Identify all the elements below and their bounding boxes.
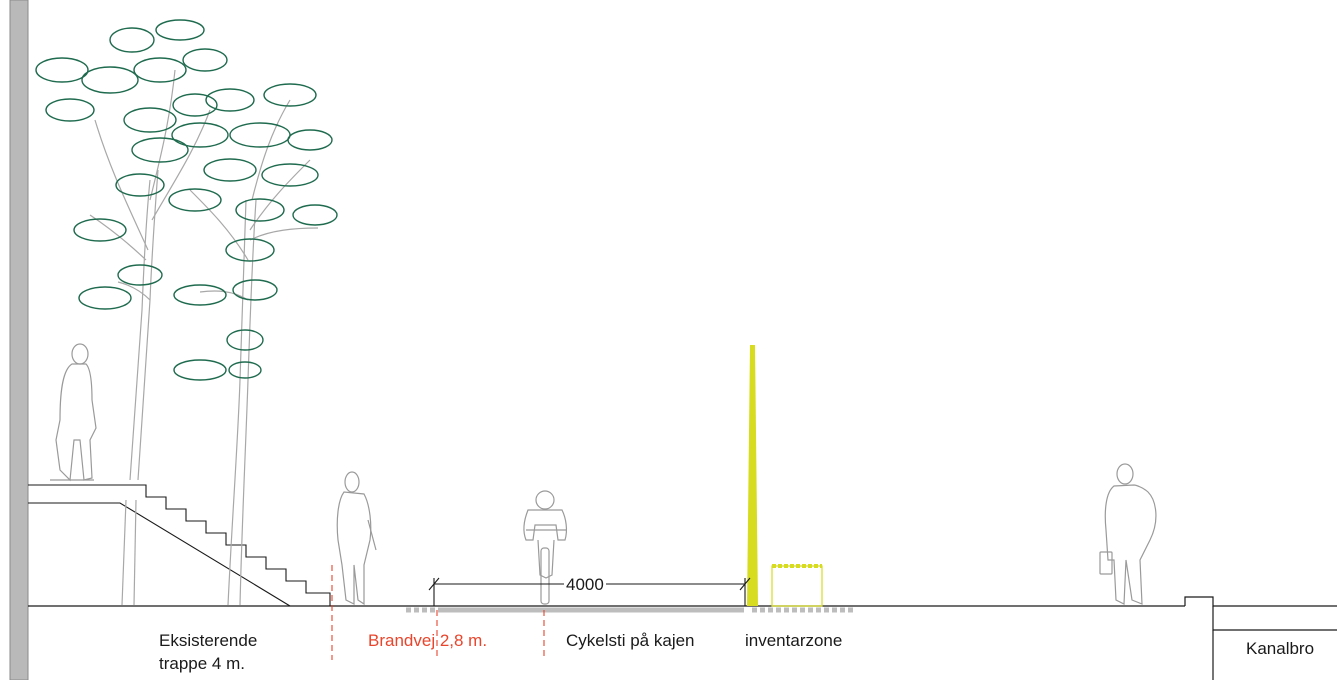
tree-left bbox=[35, 19, 228, 606]
label-existing-stair-line2: trappe 4 m. bbox=[159, 654, 245, 673]
tree-right bbox=[168, 83, 338, 606]
person-walking-woman bbox=[336, 471, 377, 606]
fire-lane-markers bbox=[331, 565, 545, 660]
label-fire-lane: Brandvej 2,8 m. bbox=[368, 631, 488, 650]
person-man-briefcase bbox=[1099, 463, 1157, 605]
left-wall bbox=[9, 0, 29, 680]
label-canal-bridge: Kanalbro bbox=[1246, 639, 1315, 658]
person-on-stairs bbox=[50, 343, 97, 482]
furniture-bench bbox=[771, 564, 823, 607]
dimension-label: 4000 bbox=[564, 575, 606, 595]
lamp-pole bbox=[747, 345, 758, 606]
label-furniture-zone: inventarzone bbox=[745, 631, 843, 650]
label-bike-path: Cykelsti på kajen bbox=[566, 631, 695, 650]
ground-line bbox=[28, 596, 1337, 680]
cyclist bbox=[523, 490, 568, 605]
existing-staircase bbox=[28, 484, 331, 607]
label-existing-stair-line1: Eksisterende bbox=[159, 631, 258, 650]
